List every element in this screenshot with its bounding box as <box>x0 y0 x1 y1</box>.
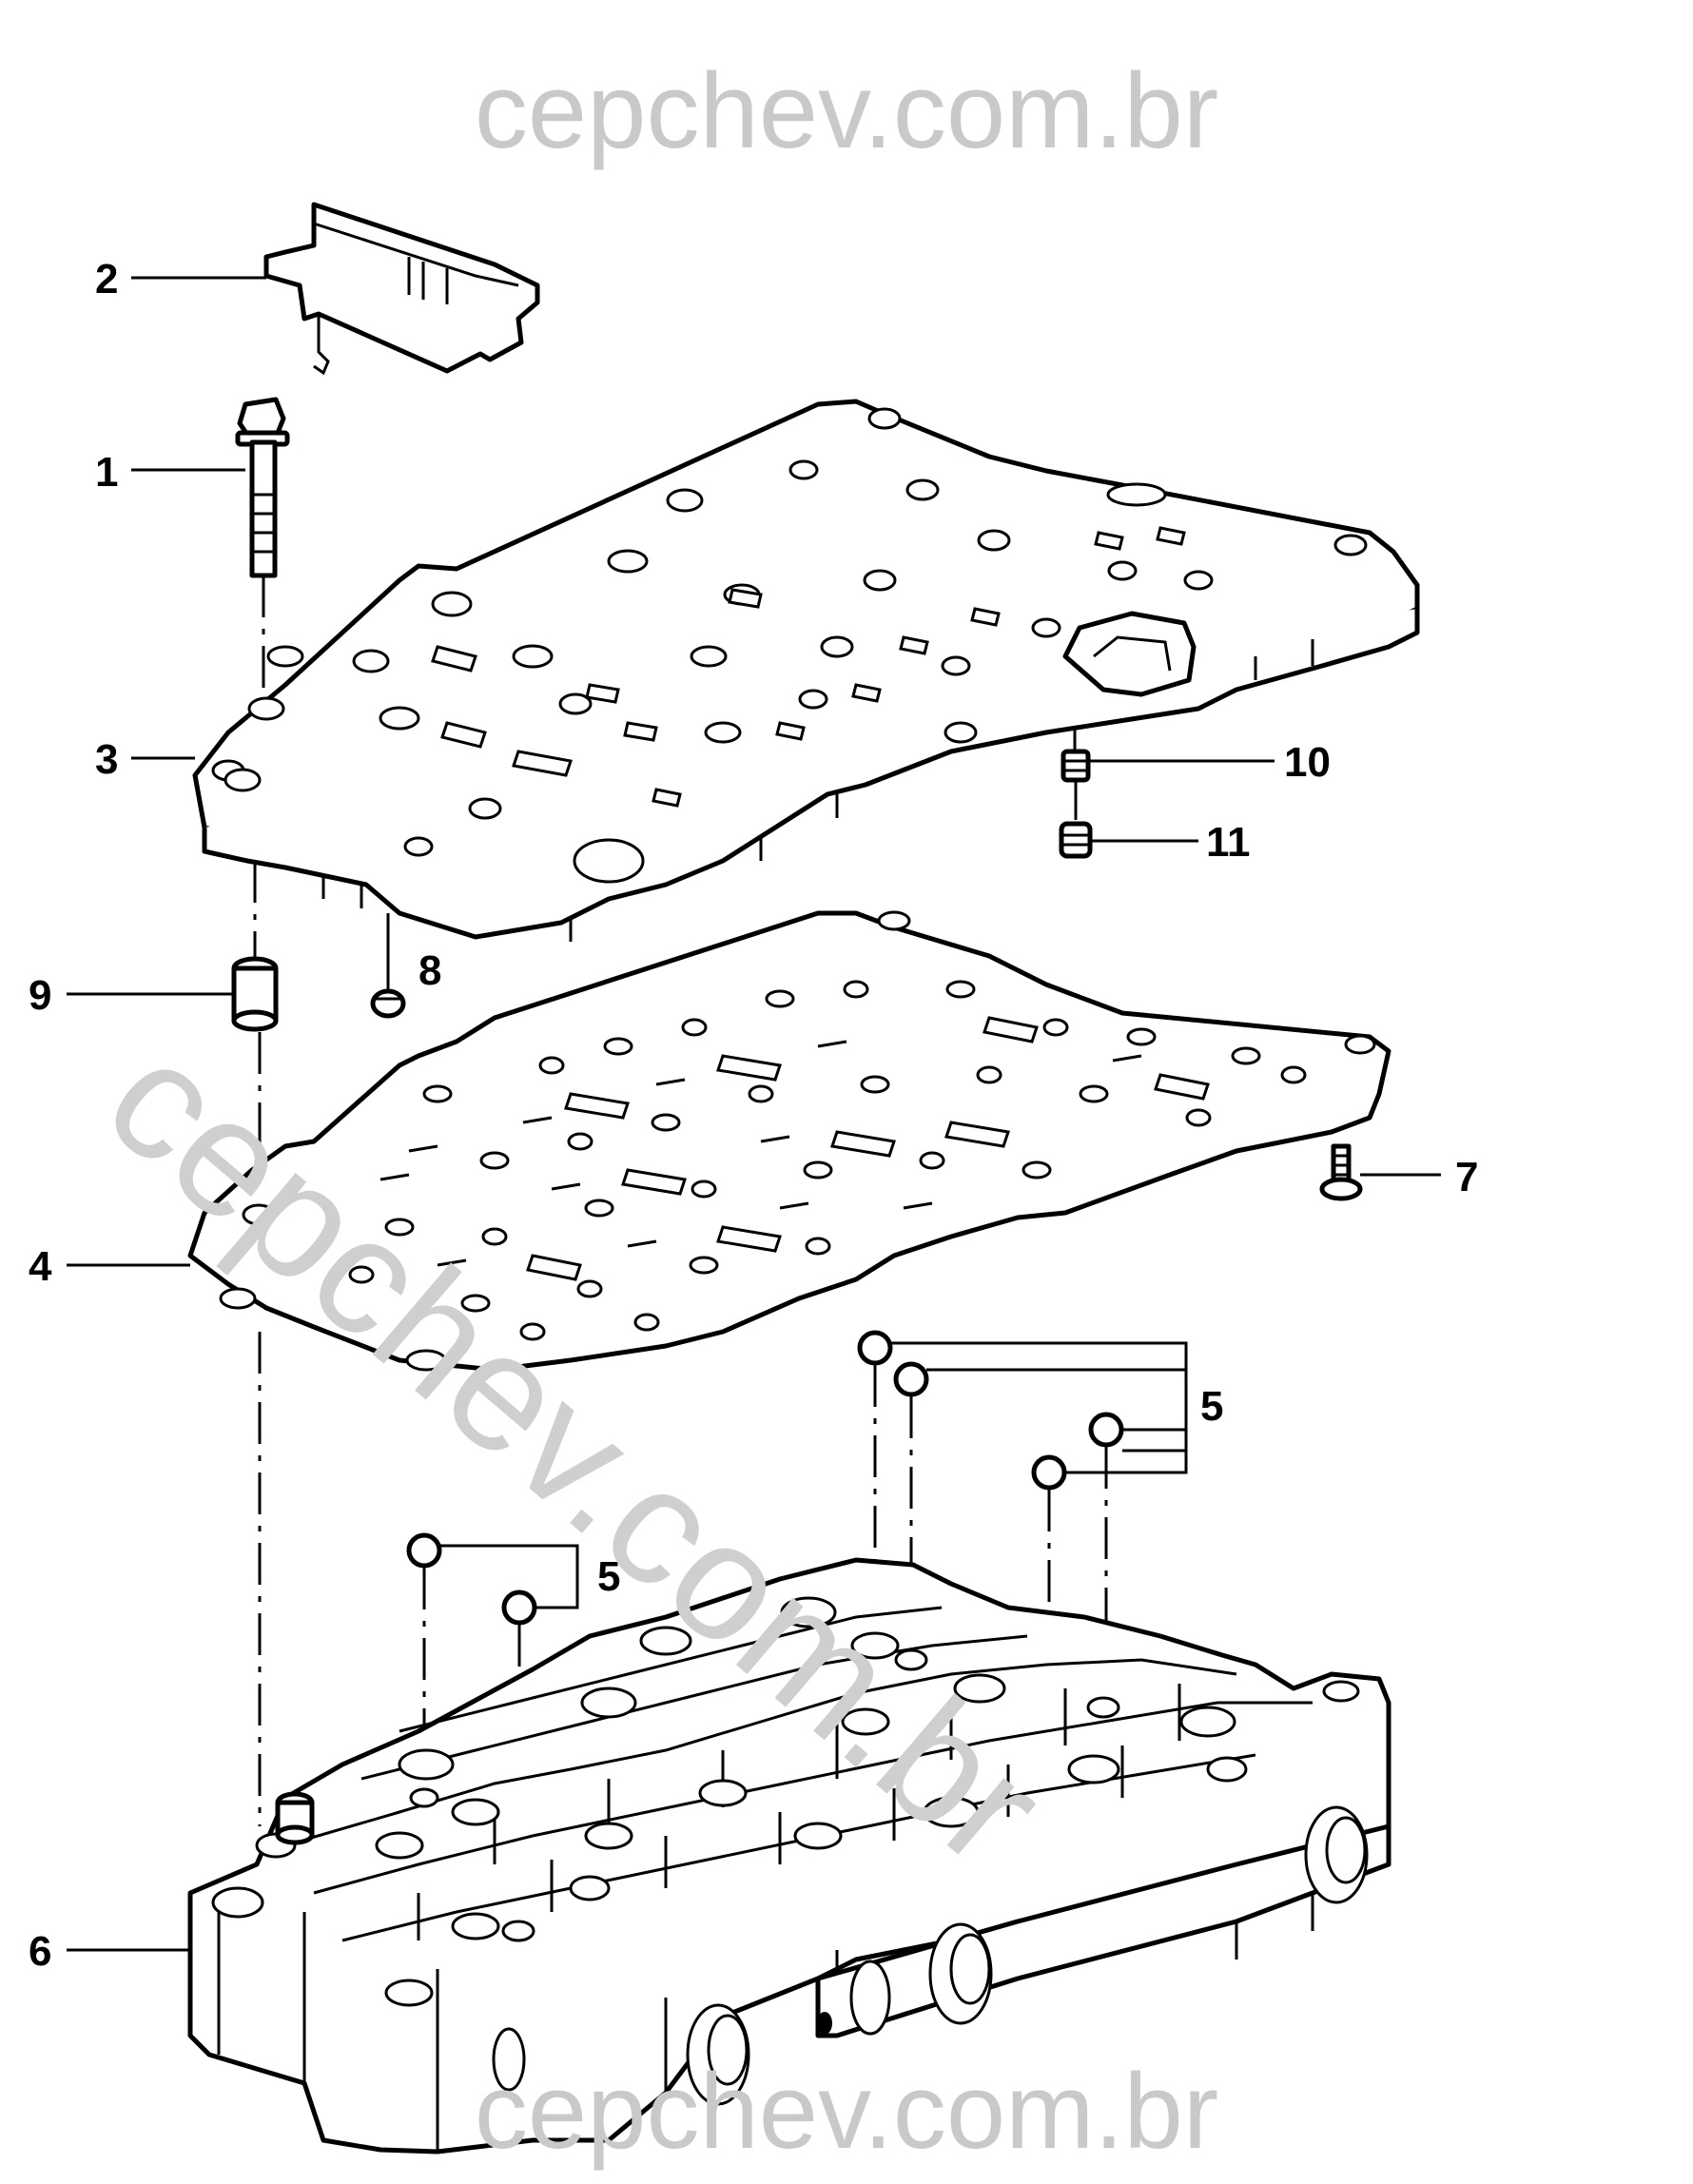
callout-8: 8 <box>418 947 441 994</box>
leader-lines <box>67 276 1441 1952</box>
part-6-valve-body <box>187 1557 1391 2155</box>
part-9-sleeve <box>231 956 279 1170</box>
callout-5a: 5 <box>1200 1383 1223 1430</box>
callout-5b: 5 <box>597 1553 620 1600</box>
part-10-spring <box>1061 728 1091 820</box>
part-11-plug <box>1059 821 1093 859</box>
callout-6: 6 <box>29 1928 51 1975</box>
watermark-bottom: cepchev.com.br <box>474 2052 1219 2171</box>
callout-4: 4 <box>29 1243 52 1290</box>
callout-2: 2 <box>95 256 118 302</box>
callout-10: 10 <box>1284 739 1331 786</box>
part-5-check-balls-right <box>857 1330 1188 1712</box>
part-8-plug <box>370 913 406 1019</box>
part-7-screw <box>1319 1143 1363 1201</box>
gasket-orifices <box>348 980 1307 1341</box>
part-1-bolt <box>235 397 290 709</box>
callout-1: 1 <box>95 449 118 496</box>
callout-3: 3 <box>95 736 118 783</box>
watermark-top: cepchev.com.br <box>474 51 1219 170</box>
part-9-seat <box>275 1791 315 1845</box>
part-3-upper-plate <box>192 399 1420 942</box>
callout-11: 11 <box>1206 819 1251 866</box>
part-4-gasket <box>187 910 1391 1373</box>
valve-body-bolt-bosses <box>211 1596 1360 2007</box>
callout-7: 7 <box>1455 1154 1478 1200</box>
callout-labels: 1 2 3 4 5 5 6 7 8 9 10 11 <box>29 256 1478 1975</box>
callout-9: 9 <box>29 972 51 1019</box>
part-2-cover-bracket <box>263 202 540 376</box>
